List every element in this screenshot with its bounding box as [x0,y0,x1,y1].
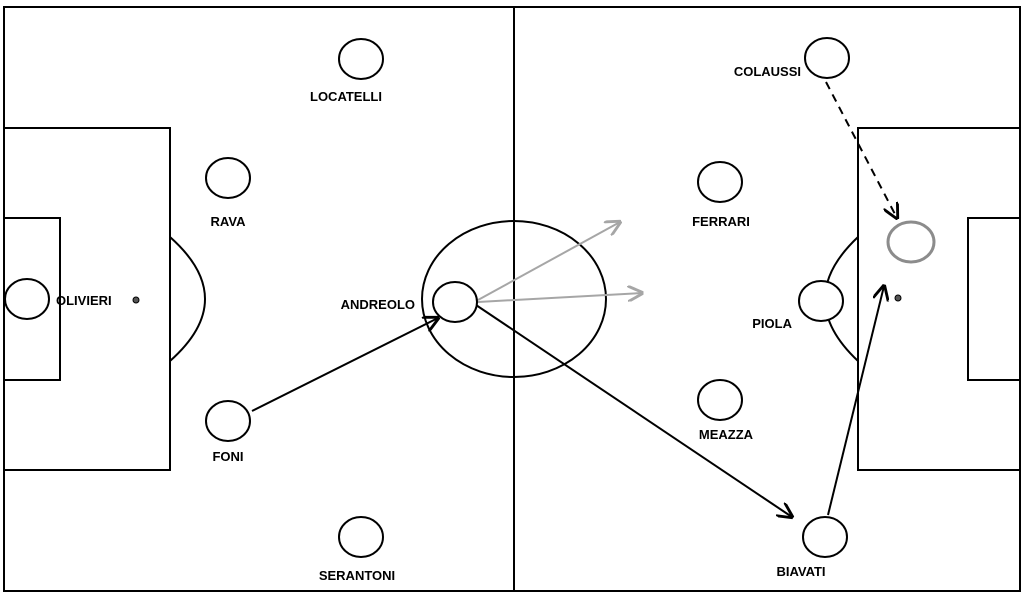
left-penalty-spot [132,296,140,304]
player-ferrari [697,161,743,203]
label-olivieri: OLIVIERI [56,293,112,308]
player-piola [798,280,844,322]
player-locatelli [338,38,384,80]
right-penalty-area [857,127,1021,471]
player-andreolo [432,281,478,323]
player-biavati [802,516,848,558]
label-foni: FONI [212,449,243,464]
center-circle [421,220,607,378]
label-locatelli: LOCATELLI [310,89,382,104]
player-foni [205,400,251,442]
player-labels: OLIVIERI LOCATELLI RAVA ANDREOLO FONI SE… [56,64,826,583]
player-olivieri [4,278,50,320]
label-colaussi: COLAUSSI [734,64,801,79]
left-penalty-arc [169,236,206,362]
option-arrow-upper [477,222,620,301]
run-arrow-colaussi [825,81,897,218]
label-andreolo: ANDREOLO [341,297,415,312]
pass-arrow-andreolo-biavati [475,304,792,517]
pitch-markings [3,6,1021,592]
label-meazza: MEAZZA [699,427,754,442]
colaussi-target-marker [886,220,936,264]
option-arrow-lower [477,293,642,303]
pass-arrow-biavati-goal [827,286,884,516]
player-serantoni [338,516,384,558]
right-penalty-spot [894,294,902,302]
pass-arrow-foni-andreolo [251,318,438,412]
pitch-boundary [3,6,1021,592]
right-goal-area [967,217,1021,381]
pass-arrows [251,81,897,517]
player-rava [205,157,251,199]
players [4,37,850,558]
label-biavati: BIAVATI [776,564,825,579]
label-rava: RAVA [211,214,247,229]
player-colaussi [804,37,850,79]
player-meazza [697,379,743,421]
label-piola: PIOLA [752,316,792,331]
label-serantoni: SERANTONI [319,568,395,583]
label-ferrari: FERRARI [692,214,750,229]
